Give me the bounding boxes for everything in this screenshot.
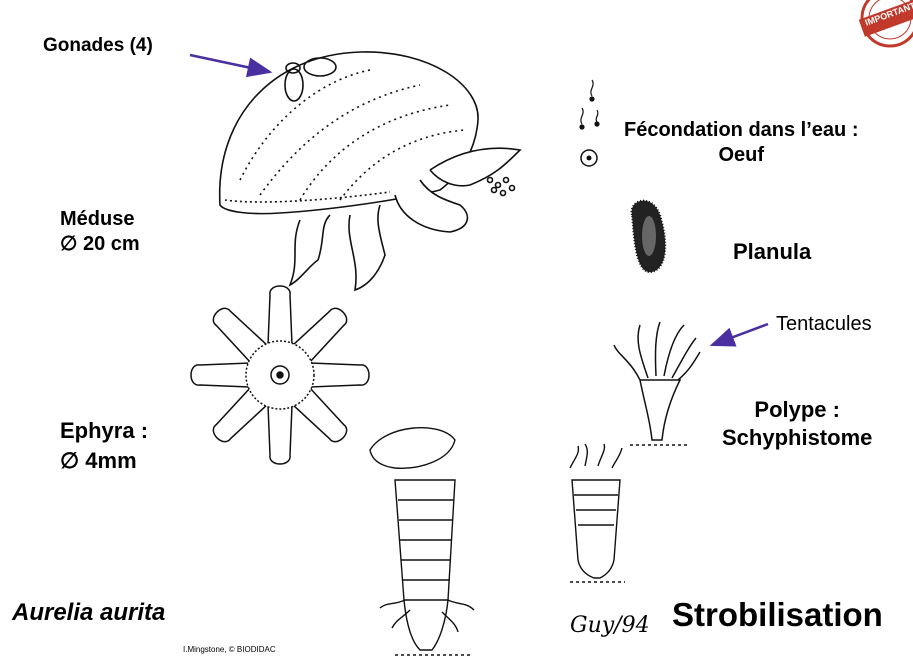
- egg-drawing: [580, 149, 598, 167]
- meduse-label: Méduse ∅ 20 cm: [60, 207, 140, 257]
- strobilisation-column-drawing: [369, 427, 475, 656]
- planula-label: Planula: [733, 239, 812, 264]
- sperm-drawing: [579, 79, 600, 130]
- ephyra-drawing: [190, 285, 370, 465]
- polype-text: Polype :: [754, 397, 840, 422]
- stamp-badge: [858, 0, 913, 48]
- gonades-label: Gonades (4): [43, 35, 153, 56]
- tentacules-arrow: [709, 322, 769, 347]
- artist-signature: Guy/94: [570, 613, 650, 638]
- ephyra-name: Ephyra :: [60, 418, 149, 443]
- ephyra-label: Ephyra : ∅ 4mm: [60, 416, 148, 475]
- tentacules-label: Tentacules: [776, 313, 872, 335]
- gonades-arrow: [189, 53, 273, 78]
- image-credit: I.Mingstone, © BIODIDAC: [183, 645, 276, 654]
- schyphistome-text: Schyphistome: [722, 424, 873, 450]
- strobila-drawing: [569, 443, 625, 583]
- strobilisation-title: Strobilisation: [672, 596, 883, 633]
- polyp-drawing: [613, 321, 701, 446]
- polype-label: Polype : Schyphistome: [722, 396, 872, 451]
- oeuf-text: Oeuf: [718, 144, 765, 166]
- ephyra-size: ∅ 4mm: [60, 447, 137, 473]
- species-name: Aurelia aurita: [12, 599, 166, 626]
- planula-drawing: [630, 199, 667, 274]
- meduse-size: ∅ 20 cm: [60, 233, 140, 255]
- fecondation-text: Fécondation dans l’eau :: [624, 119, 859, 141]
- fecondation-label: Fécondation dans l’eau : Oeuf: [624, 118, 858, 168]
- meduse-name: Méduse: [60, 208, 135, 230]
- jellyfish-medusa-drawing: [218, 51, 522, 292]
